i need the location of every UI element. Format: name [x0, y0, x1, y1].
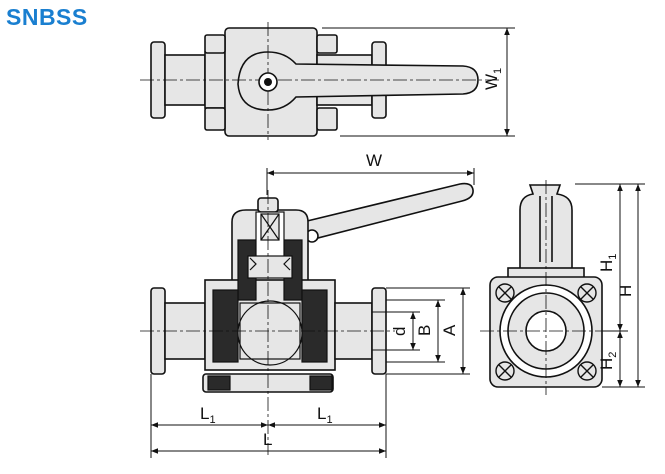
dim-w	[266, 168, 475, 195]
top-view	[150, 27, 479, 137]
side-bolts	[495, 283, 597, 381]
label-l: L	[263, 430, 272, 449]
dim-l	[150, 374, 387, 458]
page-title: SNBSS	[6, 4, 88, 30]
label-h: H	[616, 285, 635, 297]
label-w: W	[366, 151, 382, 170]
front-section	[207, 211, 333, 391]
label-b: B	[415, 325, 434, 336]
label-h1: H1	[597, 254, 619, 272]
label-a: A	[440, 324, 459, 336]
label-w1: W1	[482, 68, 504, 90]
label-h2: H2	[597, 352, 619, 370]
dim-abd	[372, 287, 470, 375]
label-l1-right: L1	[317, 404, 333, 426]
dim-w1	[322, 27, 515, 137]
handle-bolt-center	[264, 78, 272, 86]
side-center-lines	[480, 180, 612, 395]
label-l1-left: L1	[200, 404, 216, 426]
dim-h	[575, 183, 645, 388]
front-center-lines	[140, 190, 395, 455]
label-d: d	[390, 327, 409, 336]
